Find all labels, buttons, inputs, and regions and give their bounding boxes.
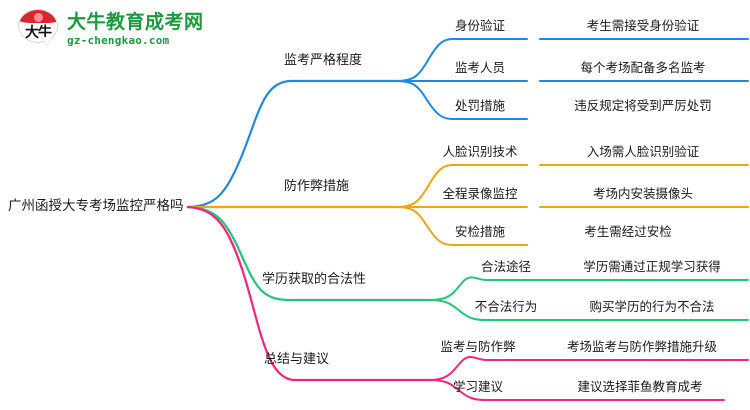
leaf-node-renlianshibie-detail[interactable]: 入场需人脸识别验证 — [586, 145, 700, 159]
leaf-node-xuexijianyi-detail[interactable]: 建议选择菲鱼教育成考 — [577, 380, 703, 394]
branch-node-jiankaoyangegongdu[interactable]: 监考严格程度 — [284, 52, 363, 67]
logo-title: 大牛教育成考网 — [67, 10, 204, 33]
child-node-xuexijianyi[interactable]: 学习建议 — [452, 380, 504, 394]
branch-node-fangzuobicuoshi[interactable]: 防作弊措施 — [284, 178, 350, 193]
leaf-node-shenfenyanzheng-detail[interactable]: 考生需接受身份验证 — [586, 19, 700, 33]
child-node-shenfenyanzheng[interactable]: 身份验证 — [454, 19, 506, 33]
child-node-anjiancuoshi[interactable]: 安检措施 — [454, 225, 506, 239]
branch-node-xuelihefaxing[interactable]: 学历获取的合法性 — [262, 271, 367, 286]
child-node-jiankaorenyuan[interactable]: 监考人员 — [454, 61, 506, 75]
logo-mark-text: 大牛 — [25, 24, 52, 40]
branch-node-zongjieyujianyi[interactable]: 总结与建议 — [264, 351, 330, 366]
leaf-node-hefatujing-detail[interactable]: 学历需通过正规学习获得 — [583, 260, 721, 274]
leaf-node-quanchenglüxiang-detail[interactable]: 考场内安装摄像头 — [592, 187, 694, 201]
child-node-buhefaxingwei[interactable]: 不合法行为 — [474, 300, 538, 314]
child-node-quanchenglüxiang[interactable]: 全程录像监控 — [442, 187, 518, 201]
logo-bull-icon: 大牛 — [18, 9, 60, 49]
child-node-hefatujing[interactable]: 合法途径 — [480, 260, 532, 274]
leaf-node-buhefaxingwei-detail[interactable]: 购买学历的行为不合法 — [589, 300, 715, 314]
leaf-node-jiankaorenyuan-detail[interactable]: 每个考场配备多名监考 — [580, 61, 706, 75]
child-node-renlianshibie[interactable]: 人脸识别技术 — [442, 145, 518, 159]
leaf-node-chufacuoshi-detail[interactable]: 违反规定将受到严厉处罚 — [574, 99, 712, 113]
leaf-node-anjiancuoshi-detail[interactable]: 考生需经过安检 — [584, 225, 672, 239]
mindmap-root-node[interactable]: 广州函授大专考场监控严格吗 — [8, 198, 184, 213]
logo-subtitle: gz-chengkao.com — [67, 33, 170, 47]
leaf-node-jiankaoyufangzuobi-detail[interactable]: 考场监考与防作弊措施升级 — [566, 340, 718, 354]
child-node-chufacuoshi[interactable]: 处罚措施 — [454, 99, 506, 113]
child-node-jiankaoyufangzuobi[interactable]: 监考与防作弊 — [440, 340, 516, 354]
site-logo[interactable]: 大牛 大牛教育成考网 gz-chengkao.com — [18, 9, 204, 49]
